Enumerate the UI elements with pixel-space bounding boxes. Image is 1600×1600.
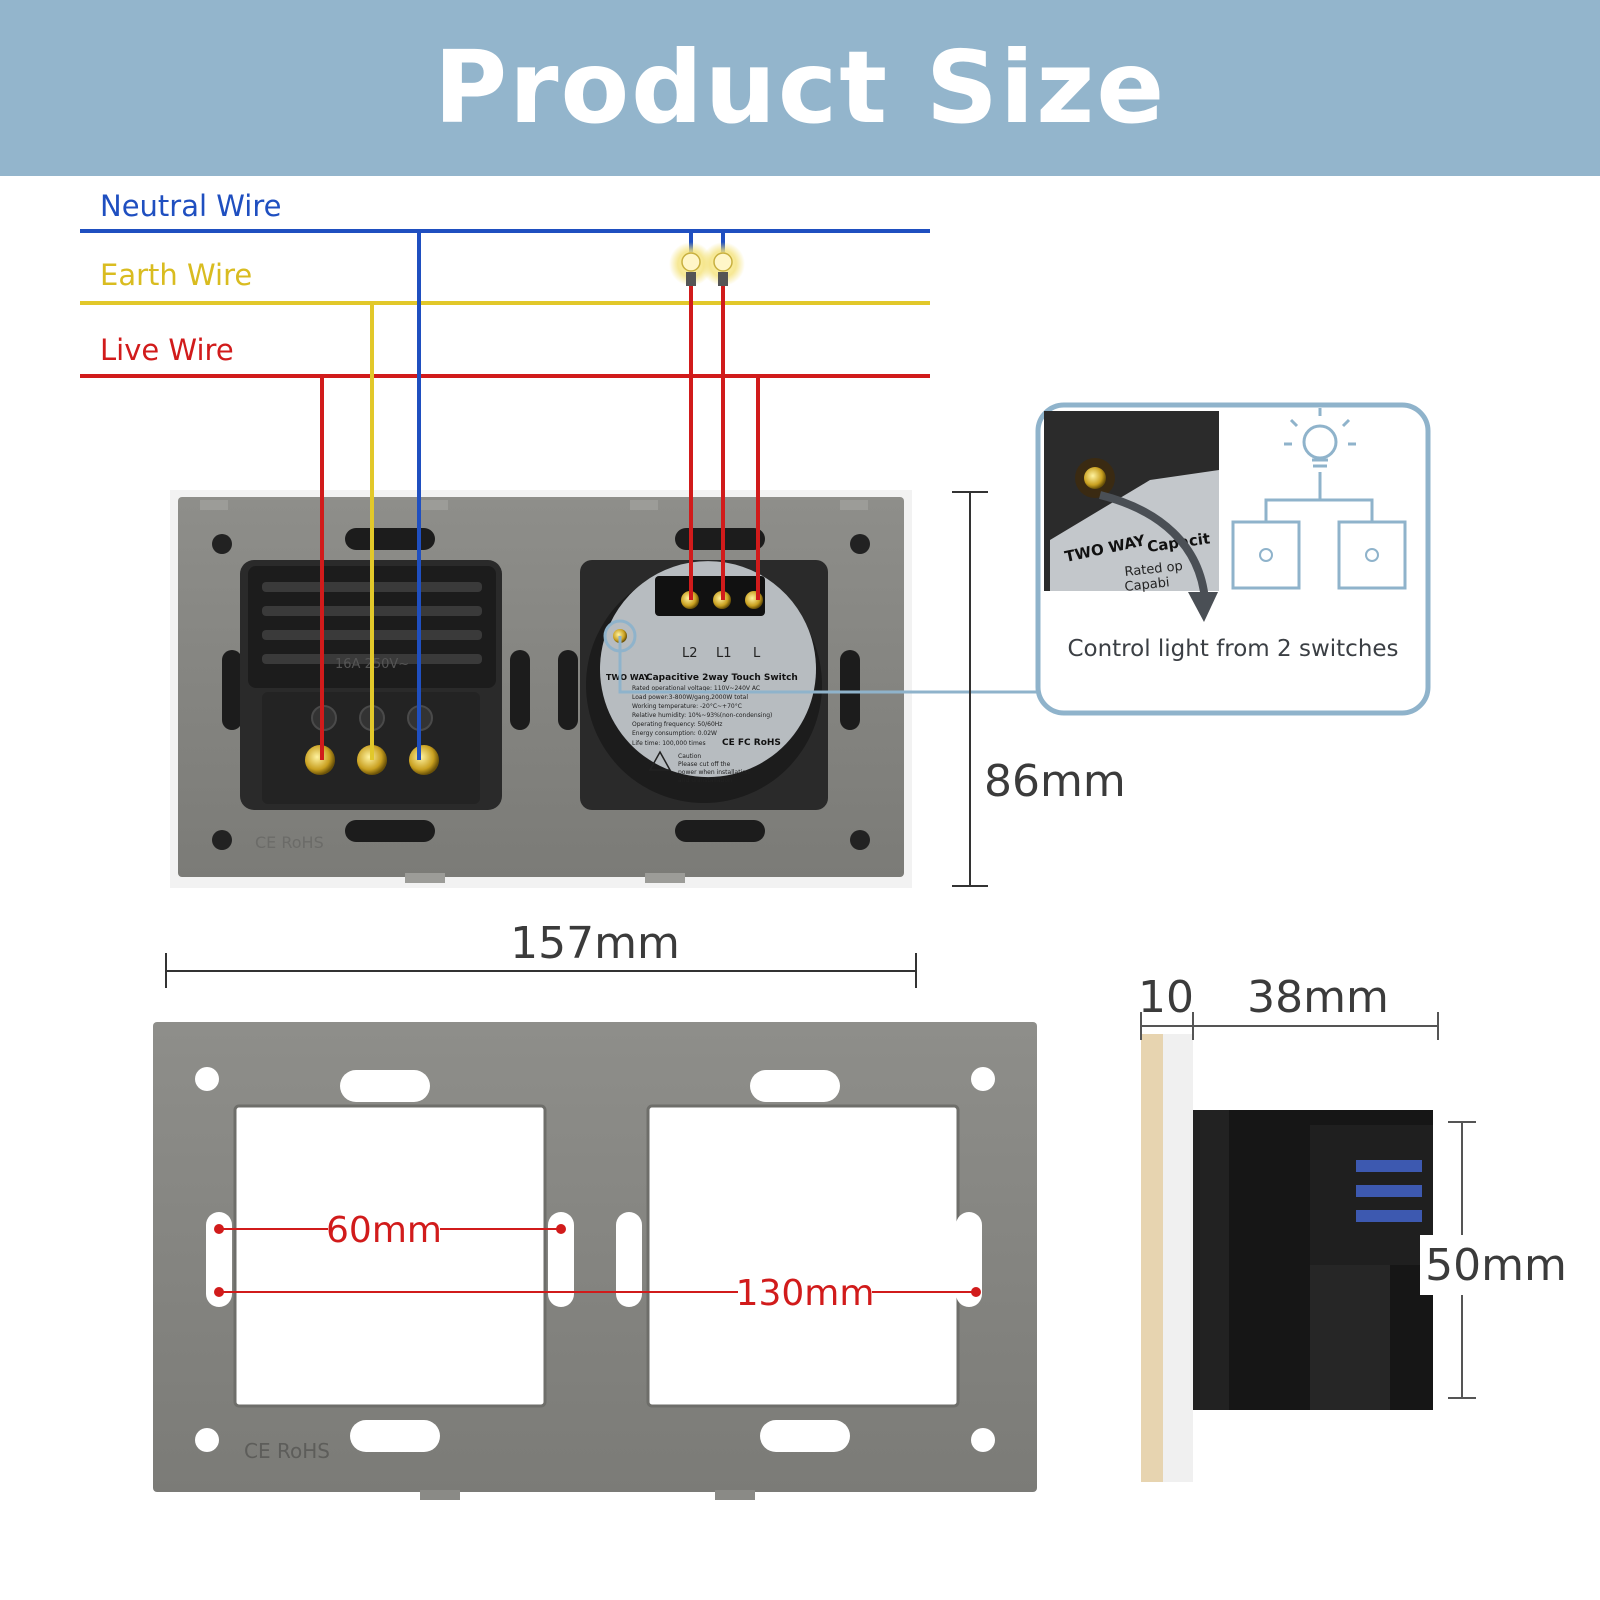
plate-line-6: Energy consumption: 0.02W — [632, 730, 717, 737]
switch-icon — [1337, 520, 1407, 590]
frame-marks-top: CE RoHS — [255, 833, 324, 852]
switch-icon — [1231, 520, 1301, 590]
caution-line-1: Please cut off the — [678, 761, 731, 768]
plate-line-2: Load power:3-800W/gang,2000W total — [632, 694, 748, 701]
neutral-wire-label: Neutral Wire — [100, 189, 281, 223]
panel-back-view: CE RoHS 16A 250V~ L2 — [170, 490, 912, 888]
callout-box: TWO WAY Capacit Rated op Capabi Control … — [618, 402, 1431, 716]
caution-line-3: and uninstallation — [678, 777, 732, 784]
socket-terminal-screw — [409, 745, 439, 775]
width-dimension-label: 157mm — [510, 918, 680, 969]
callout-arrow — [1099, 491, 1209, 601]
terminal-label-l1: L1 — [716, 646, 732, 661]
page-title: Product Size — [433, 29, 1167, 146]
callout-connector — [618, 636, 1038, 694]
live-wire-label: Live Wire — [100, 333, 234, 367]
side-view — [1141, 1034, 1433, 1482]
module-height-label: 50mm — [1425, 1240, 1567, 1291]
photo-text-3: Rated op — [1124, 559, 1184, 580]
caution-title: Caution — [678, 753, 701, 760]
terminal-label-l2: L2 — [682, 646, 698, 661]
height-dimension-label: 86mm — [984, 756, 1126, 807]
module-cutout-right — [646, 1104, 960, 1408]
caution-icon — [648, 750, 672, 771]
plate-cert-marks: CE FC RoHS — [722, 738, 781, 748]
glass-panel-side — [1141, 1034, 1163, 1482]
module-cutout-left — [233, 1104, 547, 1408]
terminal-label-l: L — [753, 646, 761, 661]
spacing-label-130: 130mm — [736, 1273, 875, 1314]
callout-caption: Control light from 2 switches — [1067, 636, 1398, 662]
height-dimension — [952, 491, 988, 887]
width-dimension — [165, 953, 917, 988]
depth-label: 38mm — [1247, 972, 1389, 1023]
spacing-label-60: 60mm — [326, 1210, 442, 1251]
photo-text-4: Capabi — [1124, 575, 1170, 595]
wiring-diagram — [80, 229, 930, 760]
frame-marks-bottom: CE RoHS — [244, 1439, 330, 1463]
mounting-frame-bottom: CE RoHS — [153, 1022, 1037, 1500]
plate-title: Capacitive 2way Touch Switch — [646, 673, 798, 683]
plate-brand: TWO WAY — [606, 673, 650, 682]
plate-line-5: Operating frequency: 50/60Hz — [632, 721, 722, 728]
caution-line-2: power when installation — [678, 769, 750, 776]
lightbulb-icon — [1284, 408, 1356, 468]
thickness-label: 10 — [1138, 972, 1194, 1023]
plate-line-3: Working temperature: -20°C~+70°C — [632, 703, 742, 710]
earth-wire-label: Earth Wire — [100, 258, 252, 292]
switch-module: L2 L1 L TWO WAY Capacitive 2way Touch Sw… — [580, 560, 828, 810]
title-banner: Product Size — [0, 0, 1600, 176]
lightbulb-icon — [681, 252, 701, 272]
plate-line-7: Life time: 100,000 times — [632, 740, 706, 747]
plate-line-1: Rated operational voltage: 110V~240V AC — [632, 685, 760, 692]
plate-line-4: Relative humidity: 10%~93%(non-condensin… — [632, 712, 772, 719]
lightbulb-icon — [713, 252, 733, 272]
